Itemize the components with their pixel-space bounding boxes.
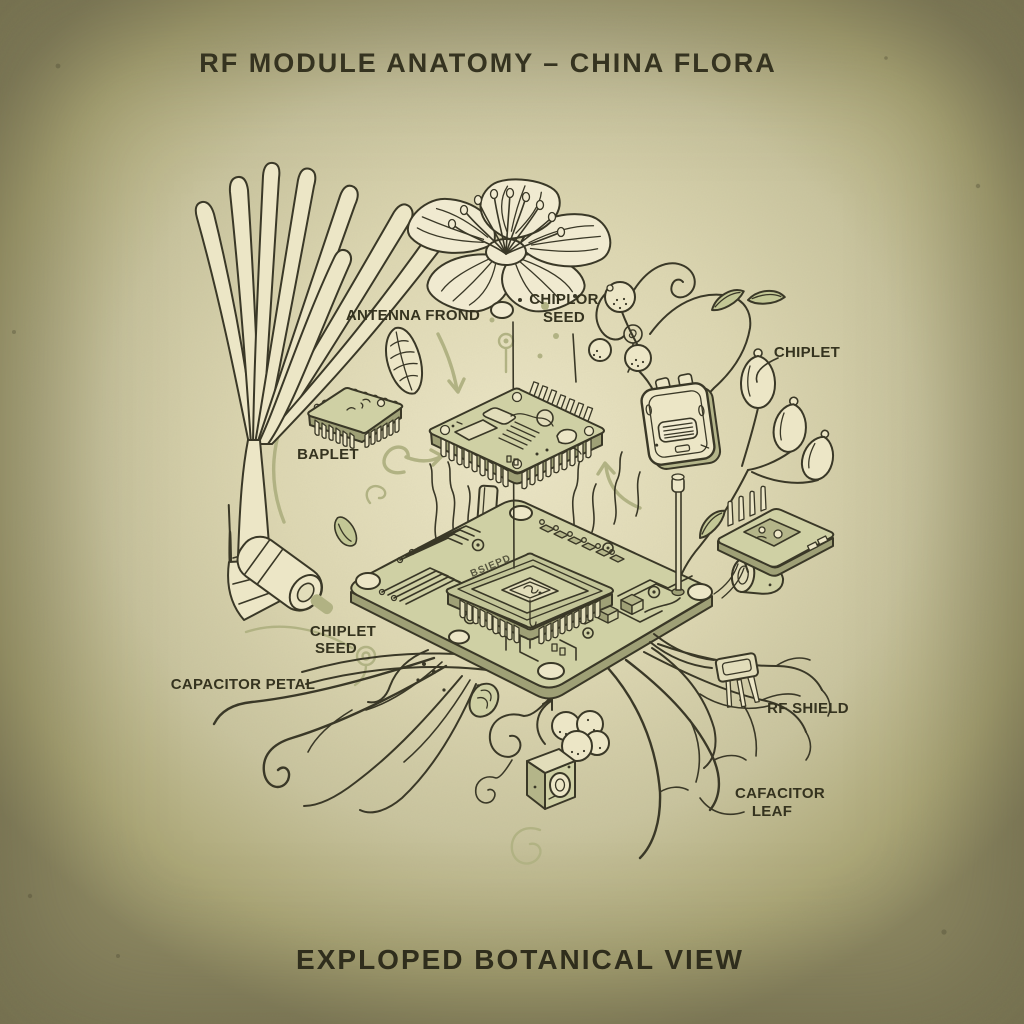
leader-lines xyxy=(572,333,779,816)
chip-window xyxy=(482,407,517,425)
seed-sprout-dots xyxy=(489,294,643,374)
antenna-frond-plant xyxy=(194,161,460,621)
label-antenna-frond: ANTENNA FROND xyxy=(346,307,480,324)
pcb-board: BSIEPD xyxy=(350,473,713,700)
pcb-pad-row xyxy=(539,519,625,563)
berry-vine xyxy=(588,262,786,425)
label-capacitor-petal: CAPACITOR PETAL xyxy=(171,676,316,693)
mount-hole xyxy=(687,583,713,601)
baplet-chip xyxy=(307,387,404,449)
seed-lens xyxy=(385,326,423,395)
arrow-upleft-icon xyxy=(604,464,642,510)
label-cafacitor-leaf: LEAF xyxy=(752,803,792,820)
mount-hole xyxy=(509,505,533,521)
roots-right xyxy=(606,643,831,860)
pod xyxy=(800,429,835,481)
roots-left xyxy=(212,656,557,814)
shield-can-module xyxy=(640,373,722,470)
antenna-rod xyxy=(671,473,685,597)
shield-vent xyxy=(657,417,699,443)
floating-chip xyxy=(428,381,605,490)
mount-hole xyxy=(355,572,381,590)
label-chiplor: CHIPLOR xyxy=(529,291,599,308)
label-rf-shield: RF SHIELD xyxy=(767,700,849,717)
poster-caption: EXPLOPED BOTANICAL VIEW xyxy=(296,944,744,975)
label-chiplor-seed: SEED xyxy=(543,309,585,326)
cafacitor-leaf-leader xyxy=(699,797,745,816)
vine-leaf xyxy=(711,289,745,312)
root-spiral xyxy=(474,759,513,804)
arrow-loop-icon xyxy=(382,445,442,475)
pin-module-capacitor xyxy=(713,485,835,599)
root-spiral xyxy=(488,691,557,758)
arrow-down-icon xyxy=(436,332,459,392)
vine-leaf xyxy=(747,290,786,305)
flower-stem-nub xyxy=(490,301,514,319)
berry xyxy=(624,344,652,372)
label-baplet: BAPLET xyxy=(297,446,359,463)
chiplet-pods xyxy=(675,348,835,591)
trimmer-component xyxy=(526,748,576,810)
pcb-qfp-chip xyxy=(445,552,614,645)
sage-curl-icon xyxy=(365,484,387,505)
flower-stamens xyxy=(447,187,566,255)
seed-pod-small xyxy=(468,682,500,718)
label-chiplet-seed-2: SEED xyxy=(315,640,357,657)
vine-leaf xyxy=(698,509,726,539)
connector-pin xyxy=(310,594,334,615)
chiplor-seed-leader xyxy=(572,333,577,383)
leaf-pod-small xyxy=(333,516,358,547)
rf-shield-leader xyxy=(699,693,769,710)
sage-spiral-icon xyxy=(510,827,542,865)
label-cafacitor: CAFACITOR xyxy=(735,785,825,802)
chiplet-leader xyxy=(755,357,779,383)
antenna-connector xyxy=(236,535,334,615)
label-chiplet-seed-1: CHIPLET xyxy=(310,623,376,640)
trimmer-hole xyxy=(549,772,571,798)
pod xyxy=(740,348,776,409)
chip-pad xyxy=(454,419,498,441)
pod xyxy=(772,396,807,453)
transistor-sprout xyxy=(649,633,760,708)
berry-stipple xyxy=(592,297,645,368)
mount-hole xyxy=(448,629,470,645)
mount-hole xyxy=(537,662,565,680)
seed-cluster xyxy=(536,698,610,762)
label-chiplet: CHIPLET xyxy=(774,344,840,361)
paper-specks xyxy=(12,56,981,958)
diagram-labels: ANTENNA FROND CHIPLOR SEED CHIPLET BAPLE… xyxy=(171,291,849,820)
chip-center-hole xyxy=(501,577,559,603)
arrow-curve-icon xyxy=(536,700,552,745)
smd-capacitor xyxy=(620,593,644,616)
chiplet-seed-leader xyxy=(244,625,354,650)
blossom-flower xyxy=(395,175,616,319)
sage-arrows xyxy=(244,332,642,865)
